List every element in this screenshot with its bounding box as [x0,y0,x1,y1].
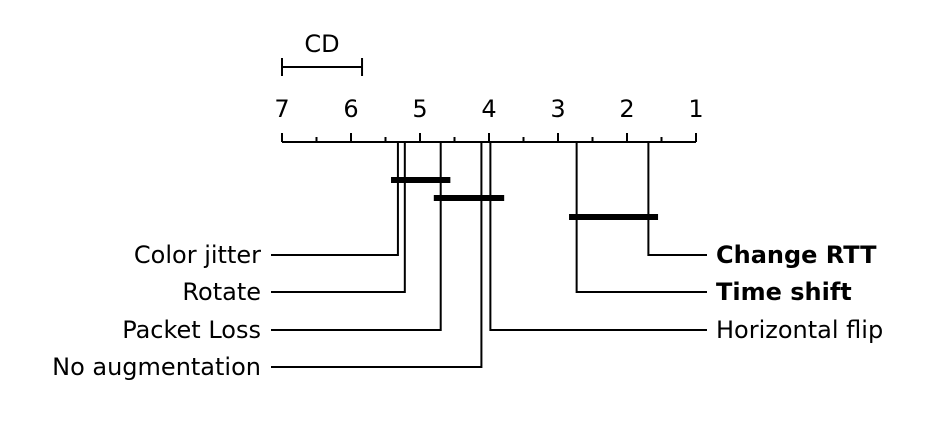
tick-label: 3 [550,95,565,123]
clique-bars [391,177,659,220]
tick-label: 5 [412,95,427,123]
method-label: Rotate [182,278,261,306]
method-label: Color jitter [134,241,261,269]
method-connector [271,142,399,256]
method-label: Packet Loss [122,316,261,344]
method-connector [271,142,406,293]
method-connector [647,142,707,256]
method-label: Horizontal flip [716,316,883,344]
method-label: Change RTT [716,241,877,269]
method-connector [489,142,707,331]
method-connector [271,142,483,368]
method-label: Time shift [716,278,852,306]
tick-label: 4 [481,95,496,123]
method-connector [271,142,442,331]
tick-label: 6 [343,95,358,123]
method-connector [575,142,707,293]
method-label: No augmentation [52,353,261,381]
tick-label: 7 [274,95,289,123]
cd-scale-bar: CD [281,30,364,76]
tick-label: 2 [619,95,634,123]
cd-label: CD [304,30,339,58]
tick-label: 1 [688,95,703,123]
rank-axis: 7 6 5 4 3 2 1 [274,95,704,143]
